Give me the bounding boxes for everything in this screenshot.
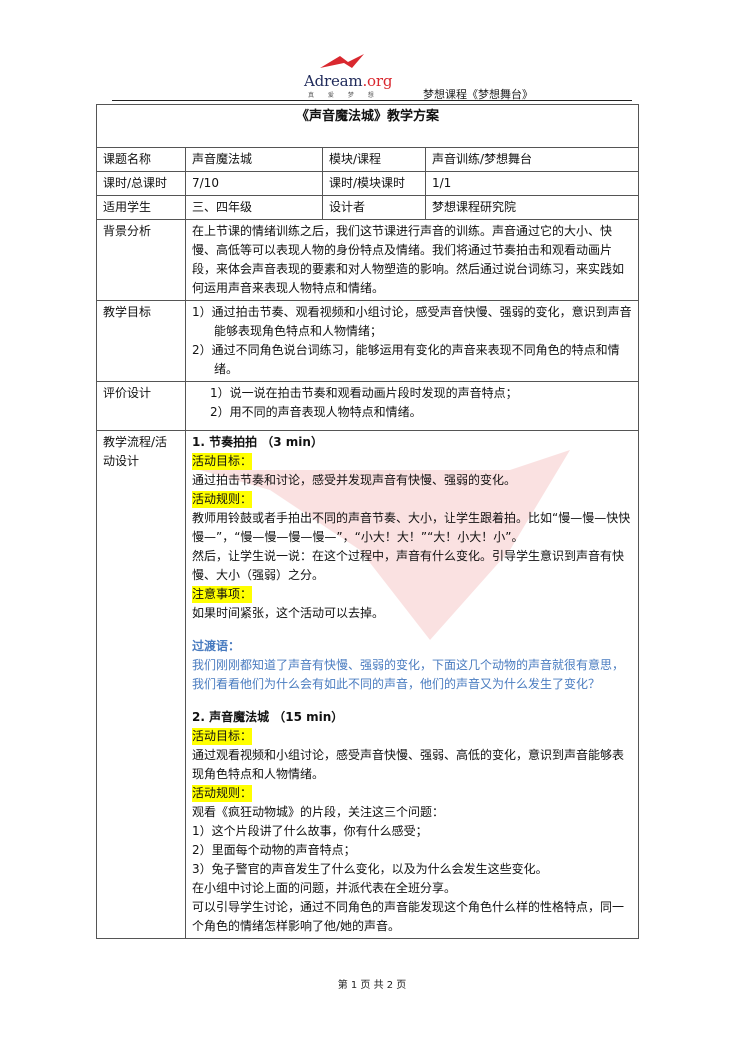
- background-text: 在上节课的情绪训练之后，我们这节课进行声音的训练。声音通过它的大小、快慢、高低等…: [184, 219, 640, 301]
- spacer: [192, 694, 632, 708]
- lesson-label: 课时/总课时: [96, 171, 186, 196]
- logo-subtitle: 真 爱 梦 想: [308, 92, 380, 99]
- evaluation-item: 1）说一说在拍击节奏和观看动画片段时发现的声音特点；: [210, 386, 518, 400]
- goal-item: 2）通过不同角色说台词练习，能够运用有变化的声音来表现不同角色的特点和情绪。: [192, 343, 620, 376]
- header-divider: [112, 100, 632, 101]
- activity-rules-text: 教师用铃鼓或者手拍出不同的声音节奏、大小，让学生跟着拍。比如“慢—慢—快快慢—”…: [192, 511, 631, 544]
- module-value: 声音训练/梦想舞台: [424, 147, 640, 172]
- students-value: 三、四年级: [185, 195, 323, 220]
- evaluation-list: 1）说一说在拍击节奏和观看动画片段时发现的声音特点； 2）用不同的声音表现人物特…: [184, 381, 640, 431]
- module-lesson-value: 1/1: [424, 171, 640, 196]
- module-lesson-label: 课时/模块课时: [322, 171, 426, 196]
- lesson-value: 7/10: [185, 171, 323, 196]
- page-number-footer: 第 1 页 共 2 页: [337, 980, 407, 991]
- goals-list: 1）通过拍击节奏、观看视频和小组讨论，感受声音快慢、强弱的变化，意识到声音能够表…: [184, 300, 640, 382]
- activity-rules-label: 活动规则：: [192, 785, 253, 802]
- section-2-title: 2. 声音魔法城 （15 min）: [192, 710, 344, 724]
- goals-label: 教学目标: [96, 300, 186, 382]
- process-content: 1. 节奏拍拍 （3 min） 活动目标： 通过拍击节奏和讨论，感受并发现声音有…: [184, 430, 640, 939]
- activity-goal-text: 通过拍击节奏和讨论，感受并发现声音有快慢、强弱的变化。: [192, 473, 517, 487]
- logo-wing-icon: [320, 54, 364, 68]
- background-label: 背景分析: [96, 219, 186, 301]
- spacer: [192, 623, 632, 637]
- goal-item: 1）通过拍击节奏、观看视频和小组讨论，感受声音快慢、强弱的变化，意识到声音能够表…: [192, 305, 632, 338]
- rule-line: 1）这个片段讲了什么故事，你有什么感受；: [192, 824, 428, 838]
- notes-text: 如果时间紧张，这个活动可以去掉。: [192, 606, 385, 620]
- activity-goal-label: 活动目标：: [192, 453, 253, 470]
- lesson-plan-table: 《声音魔法城》教学方案 课题名称 声音魔法城 模块/课程 声音训练/梦想舞台 课…: [95, 104, 640, 939]
- rule-line: 观看《疯狂动物城》的片段，关注这三个问题：: [192, 805, 445, 819]
- transition-text: 我们刚刚都知道了声音有快慢、强弱的变化，下面这几个动物的声音就很有意思，我们看看…: [192, 658, 625, 691]
- transition-block: 过渡语： 我们刚刚都知道了声音有快慢、强弱的变化，下面这几个动物的声音就很有意思…: [192, 637, 632, 694]
- evaluation-label: 评价设计: [96, 381, 186, 431]
- course-name-header: 梦想课程《梦想舞台》: [423, 88, 533, 101]
- section-1-title: 1. 节奏拍拍 （3 min）: [192, 435, 323, 449]
- process-label: 教学流程/活动设计: [96, 430, 186, 939]
- evaluation-item: 2）用不同的声音表现人物特点和情绪。: [210, 405, 422, 419]
- activity-goal-text: 通过观看视频和小组讨论，感受声音快慢、强弱、高低的变化，意识到声音能够表现角色特…: [192, 748, 625, 781]
- topic-value: 声音魔法城: [185, 147, 323, 172]
- activity-goal-label: 活动目标：: [192, 728, 253, 745]
- designer-value: 梦想课程研究院: [424, 195, 640, 220]
- designer-label: 设计者: [322, 195, 426, 220]
- rule-line: 可以引导学生讨论，通过不同角色的声音能发现这个角色什么样的性格特点，同一个角色的…: [192, 900, 625, 933]
- activity-rules-text: 然后，让学生说一说：在这个过程中，声音有什么变化。引导学生意识到声音有快慢、大小…: [192, 549, 625, 582]
- topic-label: 课题名称: [96, 147, 186, 172]
- rule-line: 在小组中讨论上面的问题，并派代表在全班分享。: [192, 881, 457, 895]
- transition-label: 过渡语：: [192, 639, 241, 653]
- module-label: 模块/课程: [322, 147, 426, 172]
- adream-logo: Adream.org 真 爱 梦 想: [300, 52, 400, 99]
- rule-line: 2）里面每个动物的声音特点；: [192, 843, 356, 857]
- document-title: 《声音魔法城》教学方案: [95, 104, 640, 148]
- students-label: 适用学生: [96, 195, 186, 220]
- notes-label: 注意事项：: [192, 586, 253, 603]
- logo-wordmark: Adream.org: [304, 72, 393, 90]
- activity-rules-label: 活动规则：: [192, 491, 253, 508]
- rule-line: 3）兔子警官的声音发生了什么变化，以及为什么会发生这些变化。: [192, 862, 548, 876]
